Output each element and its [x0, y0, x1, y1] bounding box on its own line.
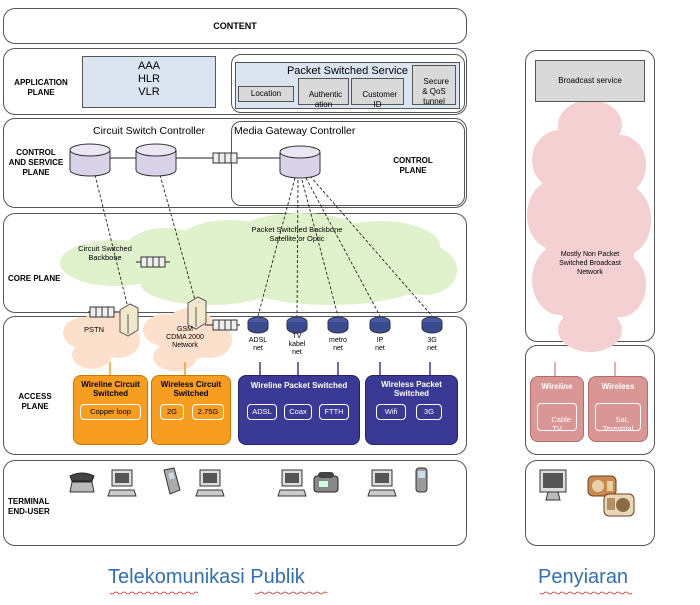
gsm-label: GSM CDMA 2000 Network — [166, 326, 204, 349]
wireless-packet-box: Wireless Packet Switched Wifi 3G — [365, 375, 458, 445]
copper-loop-box: Copper loop — [80, 404, 141, 420]
broadcast-wireless-box: Wireless Sat, Terestrial — [588, 376, 648, 442]
sat-terestrial-box: Sat, Terestrial — [595, 403, 641, 433]
content-panel: CONTENT — [3, 8, 467, 44]
authentication-box: Authentic ation — [298, 78, 349, 109]
access-plane-label: ACCESS PLANE — [18, 392, 52, 411]
cable-tv-box: Cable TV — [537, 403, 577, 433]
275g-box: 2.75G — [192, 404, 224, 420]
broadcast-cloud-label: Mostly Non Packet Switched Broadcast Net… — [559, 251, 621, 276]
coax-box: Coax — [284, 404, 312, 420]
pstn-label: PSTN — [84, 325, 105, 334]
aaa-label: AAA — [137, 60, 160, 72]
wireless-circuit-box: Wireless Circuit Switched 2G 2.75G — [151, 375, 231, 445]
broadcast-wireless-title: Wireless — [601, 382, 635, 391]
packet-backbone-label: Packet Switched Backbone Satellite or Op… — [251, 225, 343, 243]
application-plane-label: APPLICATION PLANE — [14, 78, 68, 97]
router-label-ip: IP net — [375, 337, 385, 352]
control-service-plane-label: CONTROL AND SERVICE PLANE — [8, 148, 64, 177]
spellcheck-squiggle — [109, 591, 199, 595]
packet-service-title: Packet Switched Service — [286, 65, 409, 77]
control-plane-right-label: CONTROL PLANE — [393, 156, 433, 175]
core-plane-label: CORE PLANE — [8, 274, 61, 283]
vlr-label: VLR — [138, 86, 160, 98]
router-label-adsl: ADSL net — [248, 337, 268, 352]
wireline-circuit-box: Wireline Circuit Switched Copper loop — [73, 375, 148, 445]
content-label: CONTENT — [213, 21, 257, 31]
broadcast-wireline-title: Wireline — [541, 382, 573, 391]
terminal-plane-label: TERMINAL END-USER — [8, 497, 50, 516]
wireline-packet-box: Wireline Packet Switched ADSL Coax FTTH — [238, 375, 360, 445]
spellcheck-squiggle — [254, 591, 328, 595]
circuit-backbone-label: Circuit Switched Backbone — [78, 244, 132, 262]
2g-box: 2G — [160, 404, 184, 420]
3g-box: 3G — [416, 404, 442, 420]
location-box: Location — [238, 86, 294, 102]
router-label-tv: TV kabel net — [288, 333, 306, 356]
broadcast-terminal-panel — [525, 460, 655, 546]
ftth-box: FTTH — [319, 404, 349, 420]
router-label-3g: 3G net — [427, 337, 437, 352]
wireless-packet-title: Wireless Packet Switched — [381, 380, 442, 398]
spellcheck-squiggle — [539, 591, 633, 595]
aaa-hlr-vlr-box: AAA HLR VLR — [82, 56, 216, 108]
broadcast-service-box: Broadcast service — [535, 60, 645, 102]
wireline-circuit-title: Wireline Circuit Switched — [81, 380, 140, 398]
circuit-switch-controller-label: Circuit Switch Controller — [93, 125, 206, 137]
wireline-packet-title: Wireline Packet Switched — [250, 381, 348, 390]
secure-qos-box: Secure & QoS tunnel — [412, 65, 456, 106]
adsl-box: ADSL — [247, 404, 277, 420]
wireless-circuit-title: Wireless Circuit Switched — [160, 380, 222, 398]
router-label-metro: metro net — [329, 337, 347, 352]
wifi-box: Wifi — [376, 404, 406, 420]
hlr-label: HLR — [137, 73, 160, 85]
media-gateway-controller-label: Media Gateway Controller — [234, 125, 356, 137]
broadcast-wireline-box: Wireline Cable TV — [530, 376, 584, 442]
customer-id-box: Customer ID — [351, 78, 404, 109]
caption-penyiaran: Penyiaran — [538, 566, 629, 588]
caption-telekomunikasi: Telekomunikasi Publik — [108, 566, 305, 588]
